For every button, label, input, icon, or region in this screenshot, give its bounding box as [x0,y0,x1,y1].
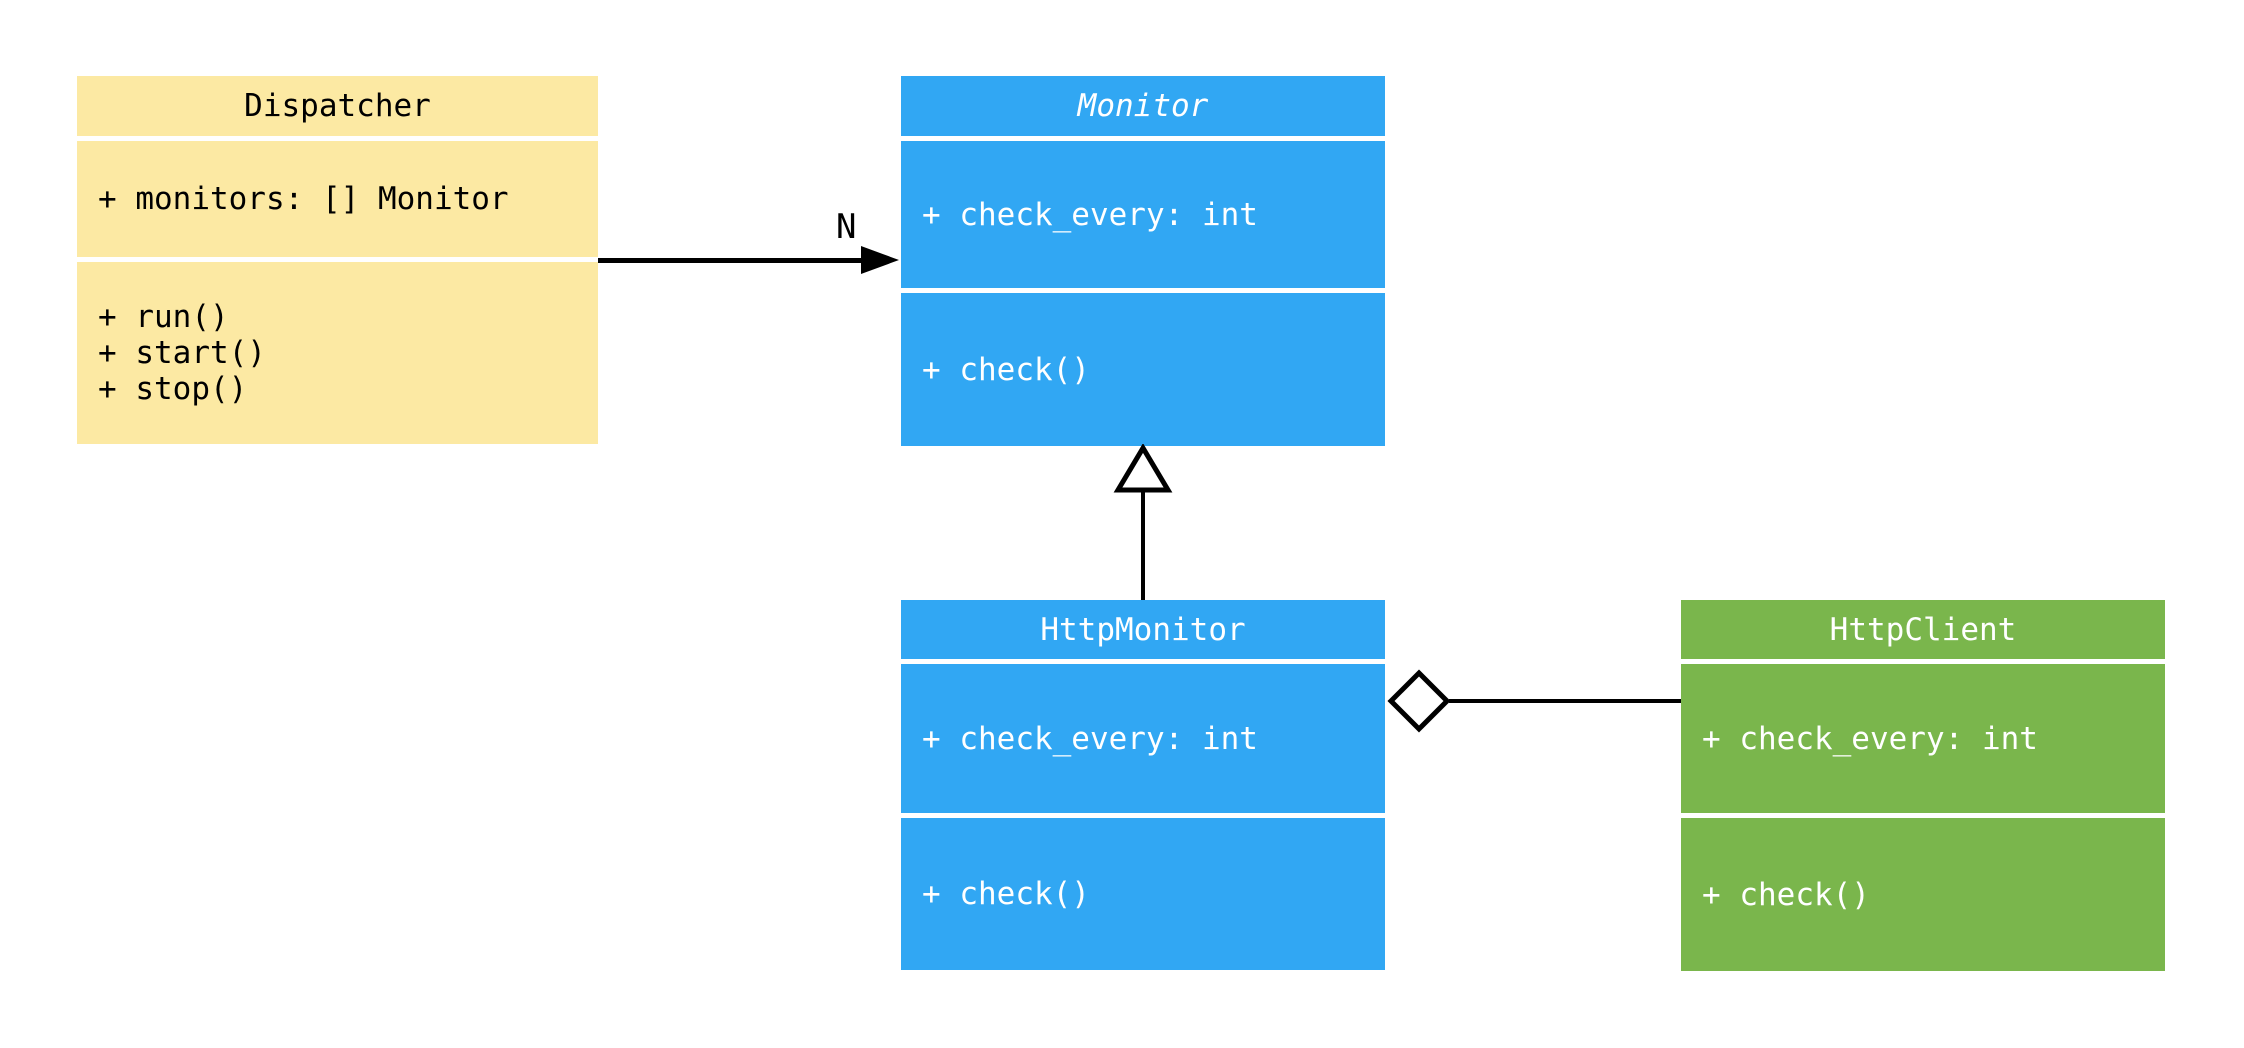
method: + run() [98,299,229,335]
method: + check() [1702,876,1870,913]
class-methods-compartment: + run() + start() + stop() [77,262,598,444]
class-methods-compartment: + check() [901,818,1385,970]
inheritance-edge-line [1141,491,1145,600]
class-title: Dispatcher [77,76,598,136]
class-attributes-compartment: + check_every: int [1681,664,2165,813]
class-attributes-compartment: + check_every: int [901,141,1385,288]
class-node-monitor[interactable]: Monitor + check_every: int + check() [901,76,1385,446]
attribute: + check_every: int [1702,720,2038,757]
method: + check() [922,876,1090,912]
class-title: HttpClient [1681,600,2165,659]
class-title: HttpMonitor [901,600,1385,659]
aggregation-diamond-icon [1387,669,1451,733]
class-node-dispatcher[interactable]: Dispatcher + monitors: [] Monitor + run(… [77,76,598,444]
class-attributes-compartment: + check_every: int [901,664,1385,813]
association-arrowhead-icon [861,246,899,274]
inheritance-triangle-icon [1113,444,1173,493]
aggregation-edge-line [1449,699,1681,703]
method: + check() [922,351,1090,388]
class-methods-compartment: + check() [901,293,1385,446]
attribute: + monitors: [] Monitor [98,181,509,217]
class-node-httpmonitor[interactable]: HttpMonitor + check_every: int + check() [901,600,1385,970]
class-methods-compartment: + check() [1681,818,2165,971]
method: + start() [98,335,266,371]
class-node-httpclient[interactable]: HttpClient + check_every: int + check() [1681,600,2165,971]
attribute: + check_every: int [922,196,1258,233]
association-edge-line [598,258,866,263]
method: + stop() [98,371,248,407]
class-attributes-compartment: + monitors: [] Monitor [77,141,598,257]
attribute: + check_every: int [922,720,1258,757]
association-multiplicity-label: N [836,207,857,247]
class-title: Monitor [901,76,1385,136]
